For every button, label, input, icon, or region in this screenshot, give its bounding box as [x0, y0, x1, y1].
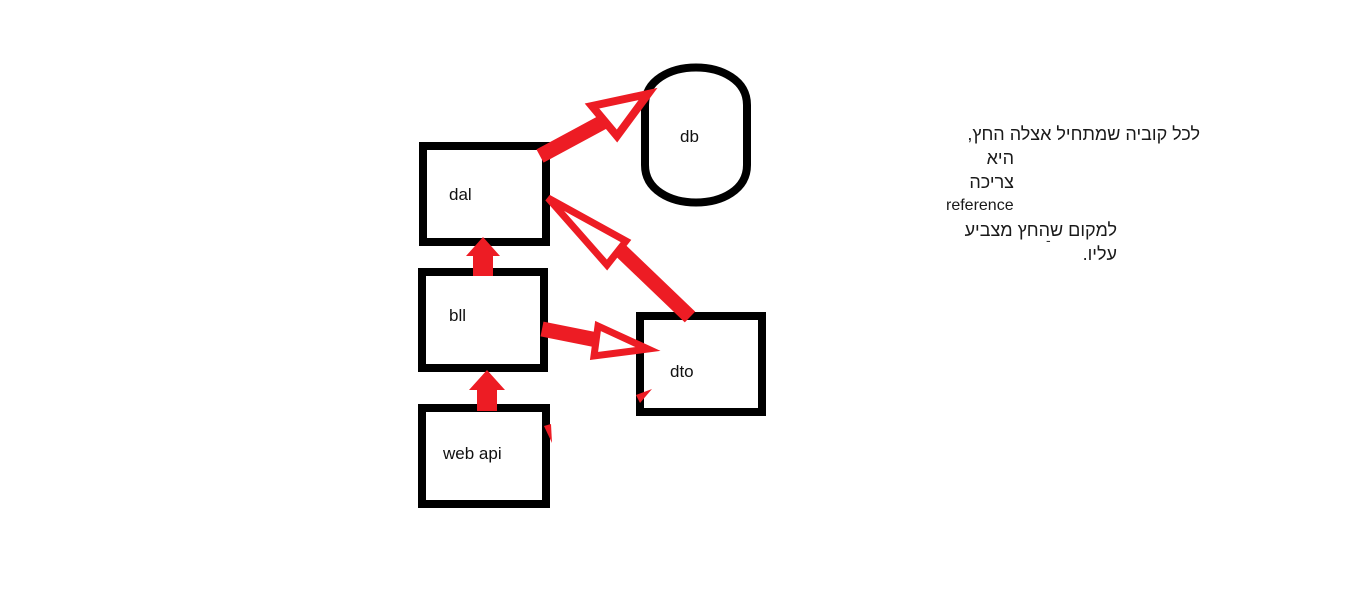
arrow-bll-to-dto [540, 320, 661, 361]
bll-label: bll [449, 306, 466, 325]
dto-label: dto [670, 362, 694, 381]
stray-mark-1 [544, 424, 552, 443]
arrow-bll-to-dal [466, 237, 500, 276]
db-cylinder [641, 63, 751, 207]
dto-box [636, 312, 766, 416]
bll-box [418, 268, 548, 372]
arrow-dto-to-dal [545, 194, 696, 323]
dal-box [419, 142, 550, 246]
stray-mark-2 [636, 389, 652, 403]
note-line-4: למקום שהחץ מצביע עליו. [964, 220, 1117, 264]
note-dash-mark: - [1046, 232, 1051, 248]
note-line-2: היא צריכה [969, 148, 1014, 192]
web-api-label: web api [442, 444, 502, 463]
note-line-1: לכל קוביה שמתחיל אצלה החץ, [967, 124, 1200, 144]
arrow-webapi-to-bll [469, 370, 505, 411]
arrow-dal-to-db [536, 87, 658, 163]
dal-label: dal [449, 185, 472, 204]
note-line-3: reference [946, 197, 1014, 214]
reference-note: לכל קוביה שמתחיל אצלה החץ, היא צריכה ref… [938, 122, 1200, 266]
db-label: db [680, 127, 699, 146]
